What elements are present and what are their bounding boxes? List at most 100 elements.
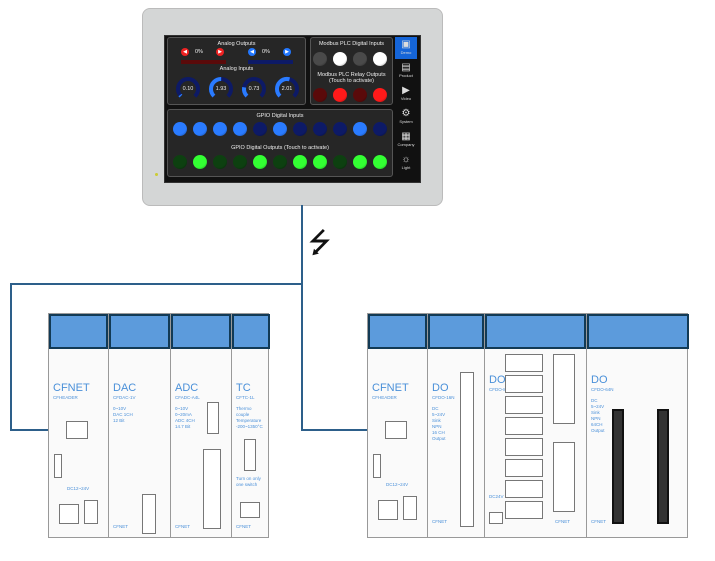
cable-right-to-cfnet xyxy=(301,429,385,431)
module-model: CFADC-A4L xyxy=(175,395,200,400)
gpio-digital-output-on[interactable] xyxy=(353,155,367,169)
module-title: TC xyxy=(236,382,251,394)
modbus-input-indicator-on xyxy=(333,52,347,66)
spec: 0~20mA xyxy=(175,412,192,417)
terminal-block xyxy=(142,494,156,534)
modbus-relay-output-off[interactable] xyxy=(353,88,367,102)
relay xyxy=(505,375,543,393)
modbus-relays-title: Modbus PLC Relay Outputs xyxy=(317,72,386,78)
modbus-inputs-title: Modbus PLC Digital Inputs xyxy=(318,41,385,47)
sidebar-product-button[interactable]: ▤Product xyxy=(395,60,417,82)
light-icon: ☼ xyxy=(401,154,411,165)
sidebar-system-button[interactable]: ⚙System xyxy=(395,106,417,128)
blue-decrease-button[interactable]: ◀ xyxy=(248,48,256,56)
gpio-outputs-title: GPIO Digital Outputs (Touch to activate) xyxy=(231,145,329,151)
power-terminal xyxy=(489,512,503,524)
modbus-relay-output-on[interactable] xyxy=(333,88,347,102)
spec: 14.7 Bit xyxy=(175,424,191,429)
gpio-input-indicator-on xyxy=(173,122,187,136)
gpio-digital-output-on[interactable] xyxy=(293,155,307,169)
module-model: CFDAC-1V xyxy=(113,395,136,400)
sidebar-label: Company xyxy=(397,142,415,147)
gpio-digital-output-off[interactable] xyxy=(173,155,187,169)
analog-panel: Analog Outputs ◀ 0% ▶ ◀ 0% ▶ Analog Inpu… xyxy=(167,37,306,105)
module-title: DO xyxy=(591,374,608,386)
gpio-digital-output-off[interactable] xyxy=(333,155,347,169)
spec: DC xyxy=(591,398,598,403)
terminal-block xyxy=(553,354,575,424)
gpio-input-indicator-off xyxy=(313,122,327,136)
spec: -200~1350°C xyxy=(236,424,263,429)
gauge-value: 2.01 xyxy=(281,86,293,92)
gpio-digital-output-on[interactable] xyxy=(373,155,387,169)
gpio-digital-output-off[interactable] xyxy=(233,155,247,169)
usb-port[interactable] xyxy=(66,421,88,439)
sidebar-label: Product xyxy=(399,73,413,78)
gpio-input-indicator-off xyxy=(293,122,307,136)
analog-input-gauge: 0.73 xyxy=(240,75,268,108)
red-output-slider[interactable] xyxy=(181,60,226,64)
terminal-block xyxy=(553,442,575,512)
gauge-value: 1.93 xyxy=(215,86,227,92)
modbus-input-indicator-on xyxy=(373,52,387,66)
product-icon: ▤ xyxy=(401,62,411,73)
analog-outputs-title: Analog Outputs xyxy=(217,41,256,47)
sidebar-video-button[interactable]: ▶Video xyxy=(395,83,417,105)
spec: DAC 1CH xyxy=(113,412,133,417)
red-output-value: 0% xyxy=(195,49,203,55)
gauge-value: 0.73 xyxy=(248,86,260,92)
blue-increase-button[interactable]: ▶ xyxy=(283,48,291,56)
module-model: CFDO-16N xyxy=(432,395,455,400)
modbus-relay-output-on[interactable] xyxy=(373,88,387,102)
gpio-input-indicator-off xyxy=(373,122,387,136)
idc-connector-2 xyxy=(657,409,669,524)
usb-port[interactable] xyxy=(385,421,407,439)
module-title: DO xyxy=(489,374,506,386)
gpio-input-indicator-on xyxy=(193,122,207,136)
relay xyxy=(505,417,543,435)
sidebar-company-button[interactable]: ▦Company xyxy=(395,129,417,151)
cfnet-module-right: CFNET CFHEADER DC12~24V xyxy=(368,314,428,537)
module-footer: CFNET xyxy=(432,519,447,524)
blue-output-value: 0% xyxy=(262,49,270,55)
gpio-digital-output-off[interactable] xyxy=(213,155,227,169)
spec: Output xyxy=(432,436,446,441)
relay xyxy=(505,459,543,477)
dip-switch[interactable] xyxy=(207,402,219,434)
terminal-block xyxy=(460,372,474,527)
power-terminal xyxy=(59,504,79,524)
video-icon: ▶ xyxy=(402,85,410,96)
spec: 5~24V xyxy=(432,412,446,417)
do8-relay-module: DO CFDO-8R DC24V CFNET xyxy=(485,314,587,537)
sidebar-demo-button[interactable]: ▣Demo xyxy=(395,37,417,59)
sidebar-label: System xyxy=(399,119,413,124)
gpio-input-indicator-off xyxy=(253,122,267,136)
modbus-input-indicator-off xyxy=(313,52,327,66)
sidebar-light-button[interactable]: ☼Light xyxy=(395,152,417,174)
analog-inputs-title: Analog Inputs xyxy=(219,66,254,72)
module-model: CFHEADER xyxy=(372,395,397,400)
cable-vertical xyxy=(301,205,303,431)
spec: 16 CH xyxy=(432,430,445,435)
spec: Sink xyxy=(591,410,600,415)
gpio-digital-output-on[interactable] xyxy=(253,155,267,169)
switch-note: Turn on only one switch xyxy=(236,476,261,487)
module-model: CFDO-64N xyxy=(591,387,614,392)
blue-output-slider[interactable] xyxy=(248,60,293,64)
gpio-input-indicator-on xyxy=(213,122,227,136)
gpio-digital-output-on[interactable] xyxy=(193,155,207,169)
gpio-digital-output-off[interactable] xyxy=(273,155,287,169)
gpio-digital-output-on[interactable] xyxy=(313,155,327,169)
analog-input-gauge: 0.10 xyxy=(174,75,202,108)
modbus-relay-output-off[interactable] xyxy=(313,88,327,102)
module-title: DO xyxy=(432,382,449,394)
sidebar-label: Light xyxy=(401,165,411,170)
spec: 64CH xyxy=(591,422,603,427)
red-decrease-button[interactable]: ◀ xyxy=(181,48,189,56)
red-increase-button[interactable]: ▶ xyxy=(216,48,224,56)
module-model: CFHEADER xyxy=(53,395,78,400)
relay xyxy=(505,438,543,456)
module-title: ADC xyxy=(175,382,199,394)
dip-switch[interactable] xyxy=(244,439,256,471)
